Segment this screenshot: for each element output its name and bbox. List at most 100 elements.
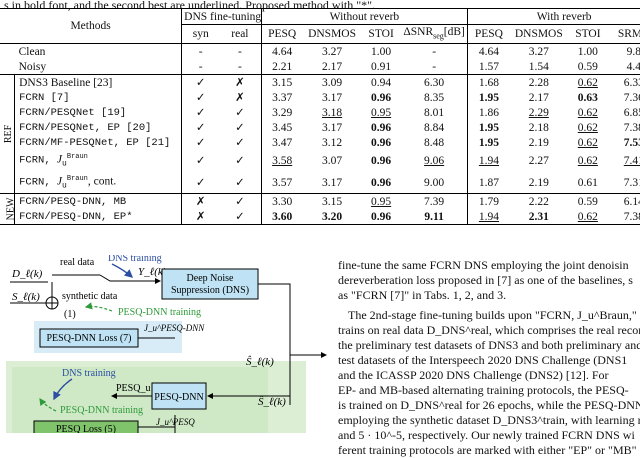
cell-method: FCRN/PESQNet [19] — [14, 105, 183, 121]
cell-srmr: 7.38 — [607, 209, 640, 226]
pesq-loss-text: PESQ Loss (5) — [56, 424, 116, 433]
cell-real: ✓ — [219, 209, 262, 226]
header-pesq-reverb: PESQ — [467, 24, 510, 45]
body-line: employing the synthetic dataset D_DNS3^t… — [338, 413, 640, 427]
body-line: fine-tune the same FCRN DNS employing th… — [338, 258, 629, 272]
cell-stoi-reverb: 0.62 — [568, 209, 608, 226]
body-line: trains on real data D_DNS^real, which co… — [338, 323, 640, 337]
cell-stoi: 0.96 — [371, 176, 392, 189]
cell-dnsmos: 3.17 — [321, 176, 343, 189]
j-pesq-label: J_u^PESQ — [156, 417, 195, 427]
eq-one-label: (1) — [64, 309, 76, 320]
body-line: is trained on D_DNS^real for 26 epochs, … — [338, 398, 640, 412]
cell-syn: ✓ — [195, 106, 206, 119]
cell-real: ✗ — [219, 90, 262, 106]
dns-training-mid-label: DNS training — [62, 368, 116, 379]
pesq-dnn-training-bottom-label: PESQ-DNN training — [60, 405, 143, 416]
body-line: as "FCRN [7]" in Tabs. 1, 2, and 3. — [338, 288, 507, 302]
cell-method: FCRN [7] — [14, 90, 183, 106]
cell-dnsmos: 3.20 — [302, 209, 362, 226]
cell-real: ✓ — [219, 150, 262, 172]
j-pesq-dnn-label: J_u^PESQ-DNN — [144, 323, 205, 333]
cell-dsnr: 8.48 — [400, 135, 469, 151]
cell-dnsmos-reverb: 2.19 — [528, 176, 549, 189]
cell-dnsmos-reverb: 3.27 — [528, 45, 549, 58]
cell-method: Clean — [14, 43, 183, 60]
cell-pesq: 3.30 — [261, 193, 303, 210]
new-side-label: NEW — [0, 193, 16, 226]
cell-srmr: 6.85 — [623, 106, 640, 119]
header-dns-finetuning: DNS fine-tuning — [181, 8, 262, 25]
cell-syn: ✓ — [181, 74, 220, 91]
cell-dsnr: 9.00 — [400, 171, 469, 194]
table-row-fcrn: FCRN [7] ✓ ✗ 3.37 3.17 0.96 8.35 1.95 2.… — [0, 90, 640, 106]
cell-dsnr: 7.39 — [400, 193, 469, 210]
cell-stoi: 0.91 — [371, 60, 392, 73]
cell-real: ✓ — [219, 135, 262, 151]
cell-stoi-reverb: 0.59 — [568, 193, 608, 210]
cell-srmr: 6.14 — [607, 193, 640, 210]
header-real: real — [219, 24, 262, 45]
table-row-clean: Clean - - 4.64 3.27 1.00 - 4.64 3.27 1.0… — [0, 43, 640, 60]
shat-label-2: Ŝ_ℓ(k) — [258, 396, 286, 408]
cell-stoi-reverb: 0.63 — [577, 91, 598, 104]
cell-real: ✓ — [219, 105, 262, 121]
cell-pesq: 3.29 — [272, 106, 293, 119]
cell-real: ✓ — [219, 193, 262, 210]
cell-pesq-reverb: 1.95 — [478, 91, 499, 104]
cell-syn: ✓ — [195, 136, 206, 149]
cell-method: Noisy — [14, 59, 183, 75]
cell-pesq: 2.21 — [272, 60, 293, 73]
header-methods: Methods — [0, 7, 183, 45]
header-with-reverb: With reverb — [467, 8, 640, 25]
table-row-fcrn-pesqnet: FCRN/PESQNet [19] ✓ ✓ 3.29 3.18 0.95 8.0… — [0, 105, 640, 121]
cell-stoi: 0.96 — [371, 91, 392, 104]
cell-stoi: 0.95 — [361, 193, 401, 210]
cell-dsnr: 9.06 — [400, 150, 469, 172]
cell-dnsmos-reverb: 2.22 — [509, 193, 569, 210]
synthetic-data-label: synthetic data — [62, 291, 118, 302]
d-label: D_ℓ(k) — [11, 268, 43, 280]
cell-stoi-reverb: 0.62 — [577, 121, 598, 134]
cell-stoi-reverb: 0.62 — [577, 136, 598, 149]
header-pesq: PESQ — [261, 24, 303, 45]
cell-dnsmos-reverb: 2.19 — [528, 136, 549, 149]
dns-training-top-label: DNS training — [108, 255, 162, 264]
cell-dnsmos-reverb: 2.31 — [509, 209, 569, 226]
table-row-pesq-dnn-mb: NEW FCRN/PESQ-DNN, MB ✗ ✓ 3.30 3.15 0.95… — [0, 193, 640, 226]
cell-method: FCRN/PESQ-DNN, EP* — [14, 209, 183, 226]
pesq-dnn-box-text: PESQ-DNN — [154, 392, 203, 403]
cell-dsnr: 8.35 — [400, 90, 469, 106]
header-stoi: STOI — [361, 24, 401, 45]
cell-syn: ✓ — [195, 155, 206, 168]
cell-srmr: 4.4 — [626, 60, 640, 73]
body-line: EP- and MB-based alternating training pr… — [338, 383, 629, 397]
cell-pesq-reverb: 1.57 — [478, 60, 499, 73]
cell-real: ✗ — [219, 74, 262, 91]
cell-syn: - — [198, 60, 203, 73]
cell-dnsmos: 3.17 — [321, 91, 343, 104]
cell-srmr: 7.31 — [623, 176, 640, 189]
cell-pesq-reverb: 1.95 — [478, 136, 499, 149]
cell-srmr: 7.53 — [623, 136, 640, 149]
cell-dnsmos-reverb: 2.29 — [528, 106, 549, 119]
cell-stoi: 0.94 — [361, 74, 401, 91]
pesq-dnn-box — [151, 382, 207, 410]
table-row-fcrn-braun: FCRN, JuBraun ✓ ✓ 3.58 3.07 0.96 9.06 1.… — [0, 150, 640, 172]
header-syn: syn — [181, 24, 220, 45]
table-row-pesq-dnn-ep: FCRN/PESQ-DNN, EP* ✗ ✓ 3.60 3.20 0.96 9.… — [0, 209, 640, 226]
body-line: the preliminary test datasets of DNS3 an… — [338, 338, 640, 352]
cell-dsnr: 8.01 — [400, 105, 469, 121]
cell-srmr: 9.8 — [626, 45, 640, 58]
cell-dsnr: 6.30 — [400, 74, 469, 91]
cell-pesq-reverb: 1.87 — [478, 176, 499, 189]
cell-stoi: 0.95 — [371, 106, 392, 119]
header-without-reverb: Without reverb — [261, 8, 469, 25]
cell-dsnr: - — [400, 59, 469, 75]
cell-pesq-reverb: 1.94 — [478, 155, 499, 168]
table-header-row-1: Methods DNS fine-tuning Without reverb W… — [0, 7, 640, 45]
cell-method: FCRN/PESQ-DNN, MB — [14, 193, 183, 210]
cell-dnsmos-reverb: 2.18 — [528, 121, 549, 134]
cell-pesq: 3.57 — [272, 176, 293, 189]
cell-syn: ✓ — [195, 121, 206, 134]
